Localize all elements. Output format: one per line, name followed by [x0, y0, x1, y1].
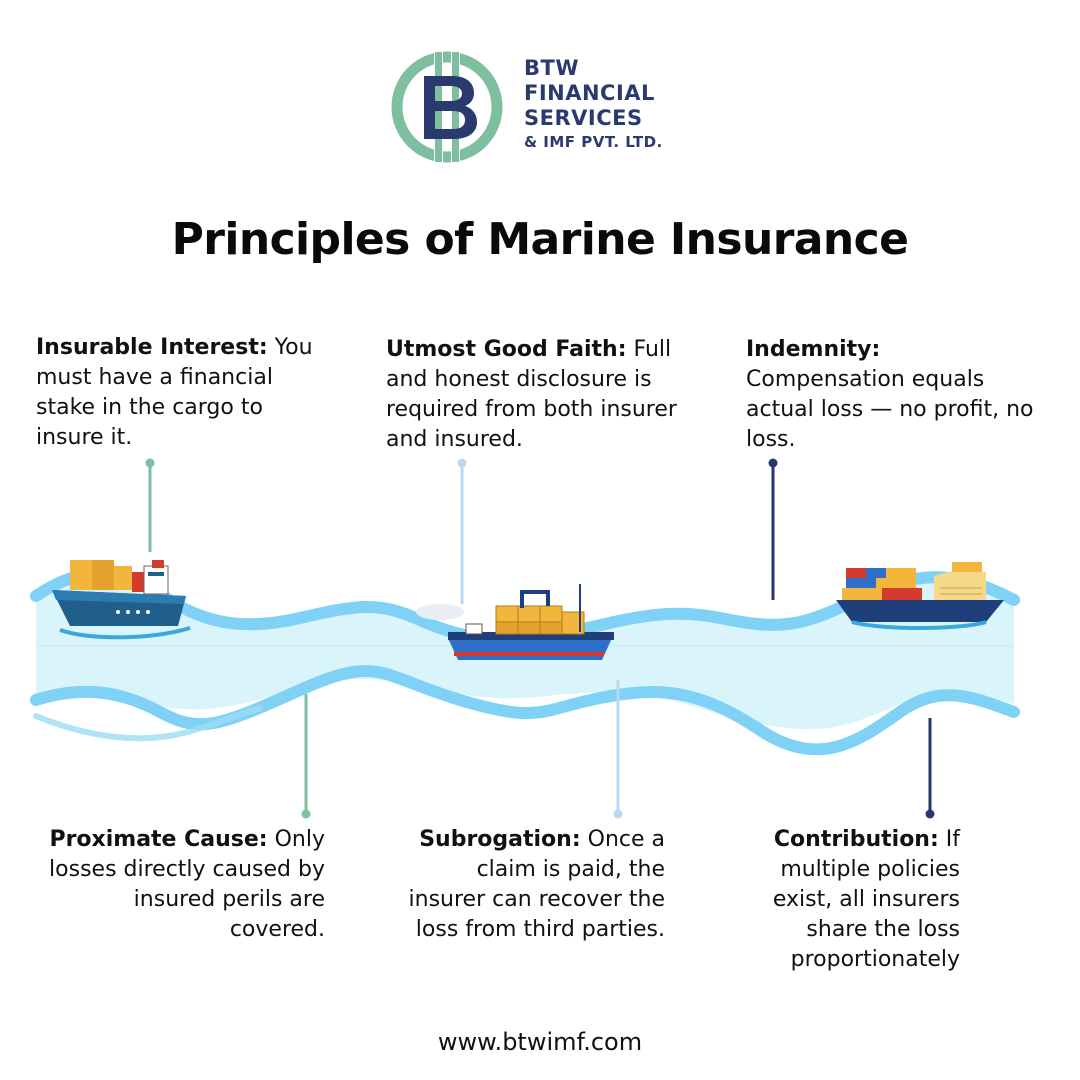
cargo-ship-middle-icon — [416, 584, 614, 660]
brand-logo: BTW FINANCIAL SERVICES & IMF PVT. LTD. — [388, 48, 688, 166]
connector-proximate-cause — [301, 694, 311, 819]
principle-description: Only losses directly caused by insured p… — [49, 827, 325, 942]
principle-term: Insurable Interest: — [36, 335, 268, 360]
river-scene — [30, 458, 1020, 819]
principle-description: Full and honest disclosure is required f… — [386, 337, 677, 452]
btw-logo-icon — [391, 50, 503, 164]
brand-name-line2: FINANCIAL — [524, 81, 655, 105]
river-bottom-wave — [30, 665, 1020, 756]
principle-utmost-good-faith: Utmost Good Faith: Full and honest discl… — [386, 335, 698, 455]
principle-subrogation: Subrogation: Once a claim is paid, the i… — [404, 825, 665, 945]
brand-name-line1: BTW — [524, 56, 579, 80]
connector-utmost-good-faith — [457, 458, 467, 604]
brand-name-line4: & IMF PVT. LTD. — [524, 133, 663, 151]
brand-name: BTW FINANCIAL SERVICES & IMF PVT. LTD. — [524, 56, 694, 153]
connector-subrogation — [613, 680, 623, 819]
cargo-ship-right-icon — [836, 562, 1004, 630]
connector-insurable-interest — [145, 458, 155, 552]
cargo-ship-left-icon — [52, 560, 191, 640]
principle-proximate-cause: Proximate Cause: Only losses directly ca… — [40, 825, 325, 945]
principle-term: Proximate Cause: — [49, 827, 268, 852]
principle-term: Subrogation: — [419, 827, 581, 852]
connector-indemnity — [768, 458, 778, 600]
principle-term: Contribution: — [773, 827, 939, 852]
website-url: www.btwimf.com — [437, 1028, 643, 1056]
principle-term: Utmost Good Faith: — [386, 337, 627, 362]
page-title: Principles of Marine Insurance — [171, 214, 909, 265]
principle-insurable-interest: Insurable Interest: You must have a fina… — [36, 333, 336, 453]
principle-description: Compensation equals actual loss — no pro… — [746, 367, 1034, 452]
principle-indemnity: Indemnity: Compensation equals actual lo… — [746, 335, 1046, 455]
principle-contribution: Contribution: If multiple policies exist… — [730, 825, 960, 975]
river-bottom-wave-lower — [33, 705, 263, 742]
principle-description: Once a claim is paid, the insurer can re… — [408, 827, 665, 942]
principle-term: Indemnity: — [746, 337, 881, 362]
principle-description: You must have a financial stake in the c… — [36, 335, 313, 450]
principle-description: If multiple policies exist, all insurers… — [772, 827, 960, 972]
connector-contribution — [925, 718, 935, 819]
brand-name-line3: SERVICES — [524, 106, 643, 130]
